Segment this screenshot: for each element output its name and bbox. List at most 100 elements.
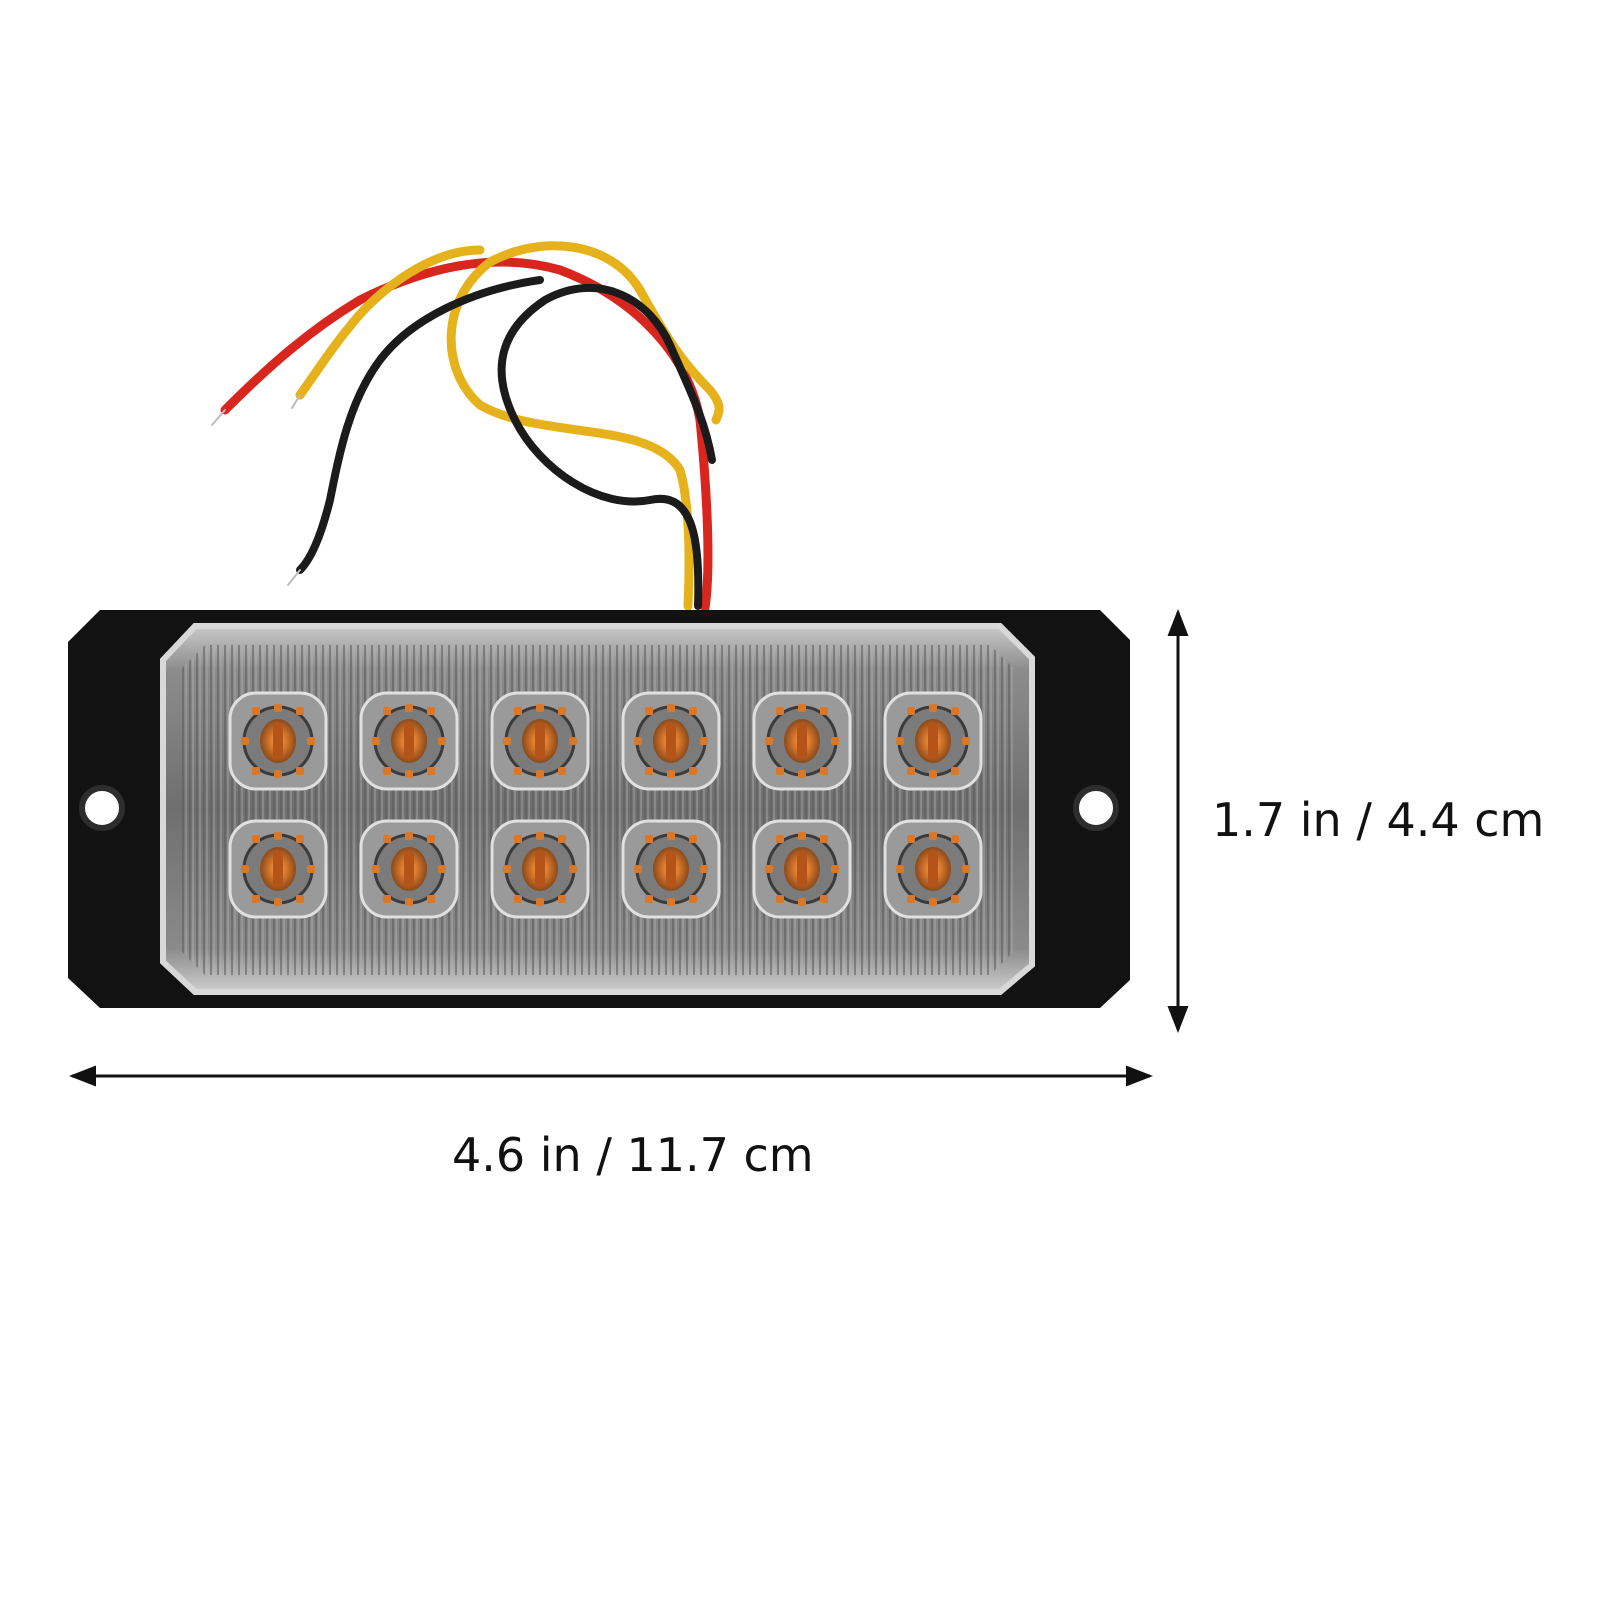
led-chip-dot [536, 770, 544, 778]
led-chip-dot [929, 898, 937, 906]
yellow-wire-end [295, 245, 485, 400]
led-chip-dot [634, 737, 642, 745]
led-chip-dot [645, 835, 653, 843]
led-chip-dot [405, 832, 413, 840]
led-chip-dot [798, 704, 806, 712]
led-chip-dot [645, 707, 653, 715]
led-chip-dot [252, 767, 260, 775]
led-chip-dot [929, 704, 937, 712]
led-chip-dot [514, 767, 522, 775]
led-chip-dot [372, 737, 380, 745]
led-chip-dot [689, 835, 697, 843]
led-chip-dot [896, 737, 904, 745]
led-chip-dot [427, 767, 435, 775]
led-chip-dot [383, 707, 391, 715]
led-chip-dot [831, 737, 839, 745]
led-chip-dot [558, 895, 566, 903]
mounting-hole-left [79, 785, 125, 831]
led-chip-dot [951, 835, 959, 843]
led-chip-dot [645, 895, 653, 903]
led-chip-dot [765, 865, 773, 873]
width-dimension-label: 4.6 in / 11.7 cm [452, 1128, 814, 1182]
led-module [490, 819, 590, 919]
led-module [752, 819, 852, 919]
mounting-hole-right [1073, 785, 1119, 831]
led-chip-dot [503, 737, 511, 745]
led-chip-dot [405, 770, 413, 778]
led-chip-dot [514, 707, 522, 715]
led-module [359, 691, 459, 791]
led-chip-dot [514, 895, 522, 903]
led-module [621, 819, 721, 919]
led-chip-dot [274, 704, 282, 712]
led-module [359, 819, 459, 919]
led-chip-dot [820, 707, 828, 715]
led-chip-dot [383, 895, 391, 903]
led-module [752, 691, 852, 791]
led-chip-dot [558, 707, 566, 715]
led-chip-dot [700, 737, 708, 745]
led-chip-dot [907, 895, 915, 903]
led-chip-dot [820, 895, 828, 903]
led-chip-dot [558, 835, 566, 843]
led-chip-dot [296, 707, 304, 715]
red-wire-tip [211, 409, 226, 426]
led-chip-dot [634, 865, 642, 873]
led-chip-dot [667, 770, 675, 778]
led-chip-dot [907, 707, 915, 715]
led-chip-dot [776, 835, 784, 843]
yellow-wire-tip [291, 394, 301, 409]
led-chip-dot [241, 865, 249, 873]
led-chip-dot [929, 770, 937, 778]
led-chip-dot [405, 898, 413, 906]
led-chip-dot [689, 767, 697, 775]
led-module [490, 691, 590, 791]
led-chip-dot [798, 770, 806, 778]
led-chip-dot [962, 737, 970, 745]
led-chip-dot [951, 895, 959, 903]
led-chip-dot [536, 832, 544, 840]
led-chip-dot [951, 767, 959, 775]
led-chip-dot [798, 898, 806, 906]
led-chip-dot [427, 895, 435, 903]
led-chip-dot [907, 767, 915, 775]
led-light-bar [68, 610, 1130, 1008]
black-wire-end [296, 276, 544, 574]
led-chip-dot [776, 767, 784, 775]
led-chip-dot [700, 865, 708, 873]
led-chip-dot [667, 898, 675, 906]
led-chip-dot [776, 707, 784, 715]
led-chip-dot [274, 770, 282, 778]
led-chip-dot [536, 704, 544, 712]
led-chip-dot [503, 865, 511, 873]
led-chip-dot [689, 707, 697, 715]
led-module [621, 691, 721, 791]
led-chip-dot [307, 865, 315, 873]
led-chip-dot [296, 767, 304, 775]
led-module [883, 819, 983, 919]
led-chip-dot [798, 832, 806, 840]
led-chip-dot [776, 895, 784, 903]
led-module [228, 819, 328, 919]
led-chip-dot [645, 767, 653, 775]
height-dimension-label: 1.7 in / 4.4 cm [1212, 793, 1545, 847]
led-chip-dot [438, 737, 446, 745]
wire-harness [211, 241, 724, 613]
led-chip-dot [372, 865, 380, 873]
black-wire-tip [287, 569, 301, 586]
led-chip-dot [383, 835, 391, 843]
red-wire [220, 257, 713, 613]
yellow-wire [446, 241, 724, 611]
led-chip-dot [820, 835, 828, 843]
led-chip-dot [427, 707, 435, 715]
led-chip-dot [667, 704, 675, 712]
led-chip-dot [569, 865, 577, 873]
led-chip-dot [558, 767, 566, 775]
led-chip-dot [831, 865, 839, 873]
black-wire [497, 283, 716, 610]
led-chip-dot [689, 895, 697, 903]
led-chip-dot [252, 895, 260, 903]
led-chip-dot [241, 737, 249, 745]
led-chip-dot [536, 898, 544, 906]
